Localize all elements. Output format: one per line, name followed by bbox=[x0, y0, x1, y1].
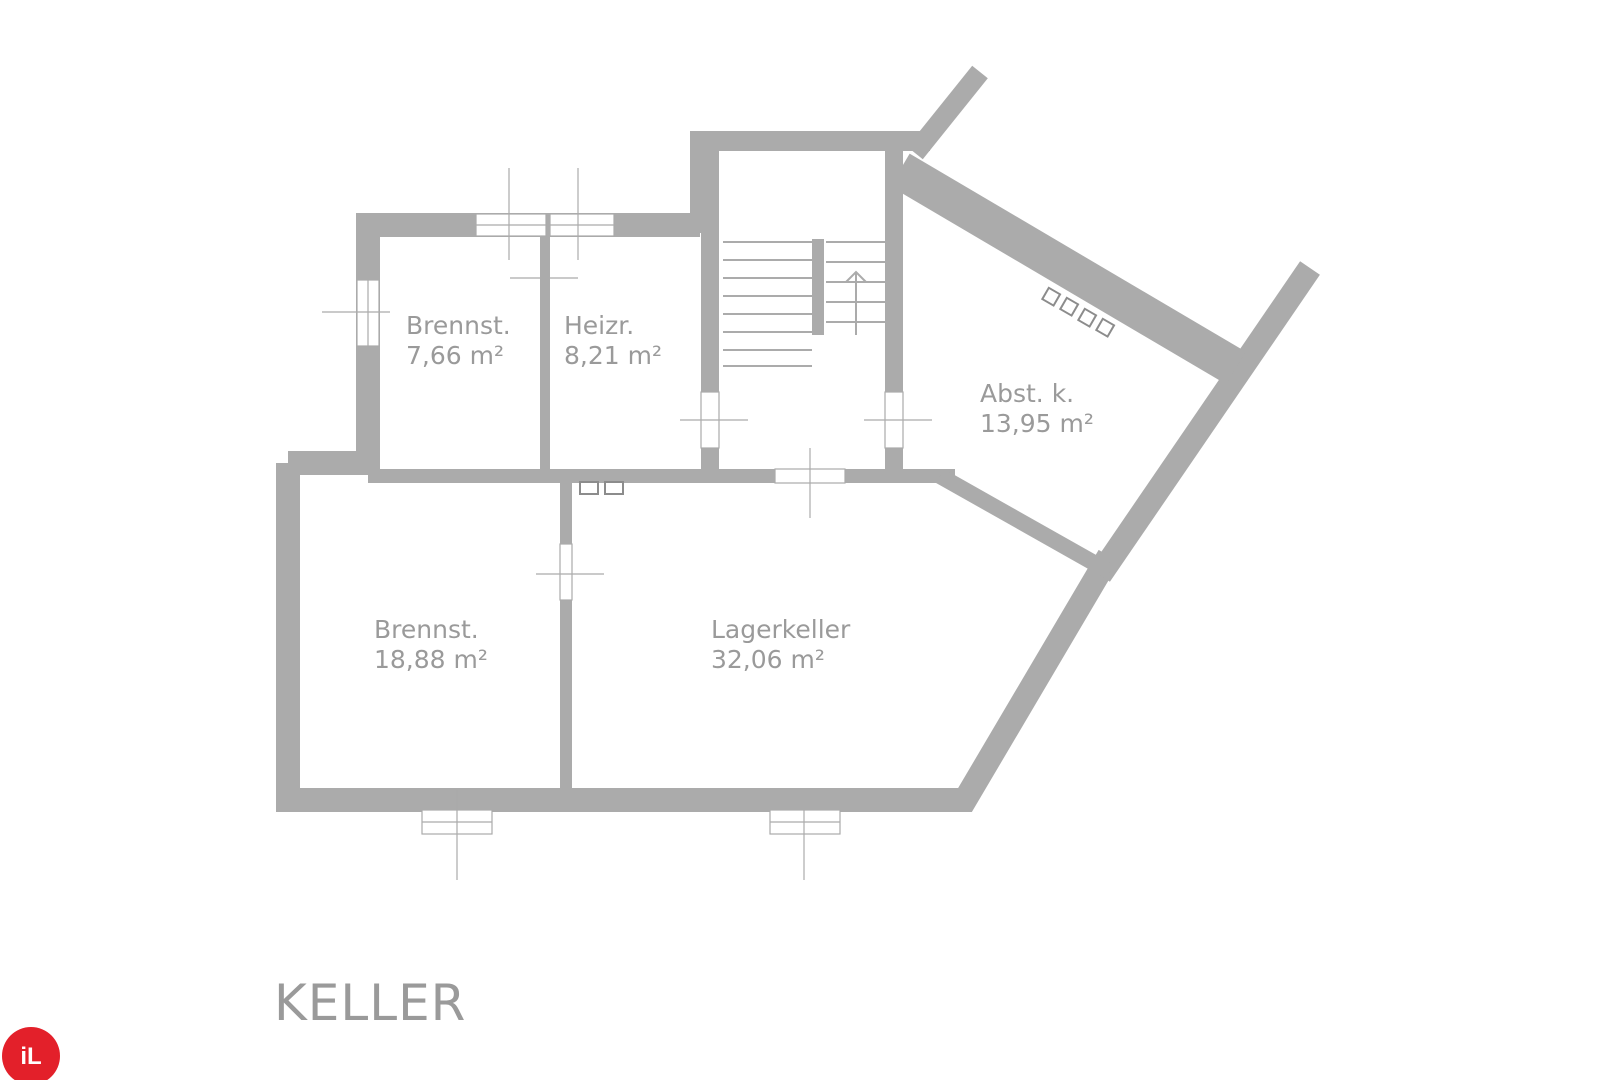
chimney-flues bbox=[579, 286, 1116, 495]
flue-icon bbox=[604, 481, 624, 495]
chimney-wall bbox=[890, 153, 1246, 385]
brand-logo: iL bbox=[2, 1027, 60, 1080]
room-area-lagerkeller: 32,06 m² bbox=[711, 645, 825, 674]
outer-wall bbox=[276, 463, 1120, 812]
windows-doors bbox=[322, 168, 932, 880]
room-name-lagerkeller: Lagerkeller bbox=[711, 615, 851, 644]
room-area-heizr: 8,21 m² bbox=[564, 341, 662, 370]
walls bbox=[276, 65, 1320, 812]
stair-wall-top bbox=[690, 131, 930, 233]
flue-icon bbox=[1058, 296, 1080, 317]
logo-text: iL bbox=[20, 1043, 41, 1070]
staircase bbox=[723, 241, 890, 367]
logo-circle bbox=[2, 1027, 60, 1080]
room-area-brennst-small: 7,66 m² bbox=[406, 341, 504, 370]
room-name-brennst-small: Brennst. bbox=[406, 311, 511, 340]
room-name-brennst-large: Brennst. bbox=[374, 615, 479, 644]
stair-arrow-head bbox=[845, 270, 867, 283]
inner-wall-diagonal bbox=[936, 469, 1114, 579]
flue-icon bbox=[1040, 286, 1062, 307]
room-name-abst-k: Abst. k. bbox=[980, 379, 1074, 408]
diagonal-wall-top bbox=[907, 65, 988, 160]
floor-title: KELLER bbox=[274, 974, 466, 1032]
door bbox=[559, 543, 573, 601]
room-area-abst-k: 13,95 m² bbox=[980, 409, 1094, 438]
room-area-brennst-large: 18,88 m² bbox=[374, 645, 488, 674]
flue-icon bbox=[579, 481, 599, 495]
room-name-heizr: Heizr. bbox=[564, 311, 634, 340]
flue-icon bbox=[1094, 317, 1116, 338]
diagonal-wall-right bbox=[1090, 261, 1320, 582]
flue-icon bbox=[1076, 307, 1098, 328]
room-labels: Brennst. 7,66 m² Heizr. 8,21 m² Abst. k.… bbox=[374, 311, 1094, 674]
